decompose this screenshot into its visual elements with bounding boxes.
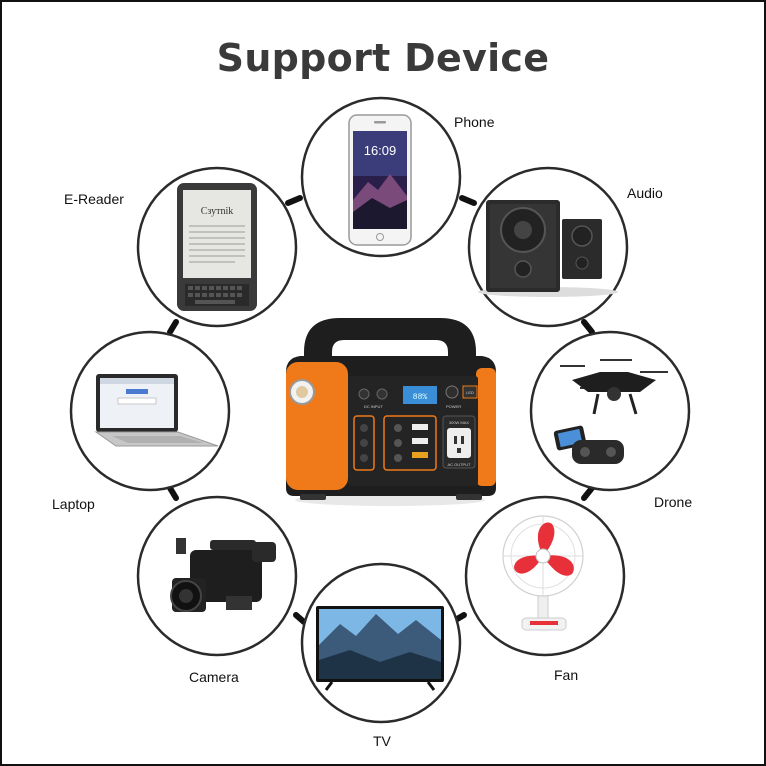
label-audio: Audio bbox=[627, 185, 663, 201]
label-fan: Fan bbox=[554, 667, 579, 683]
label-laptop: Laptop bbox=[52, 496, 95, 512]
phone-icon: 16:09 bbox=[300, 96, 462, 258]
laptop-icon bbox=[69, 330, 231, 492]
label-ereader: E-Reader bbox=[64, 191, 124, 207]
ereader-screen-title: Cзутnik bbox=[201, 206, 234, 217]
phone-screen-time: 16:09 bbox=[364, 143, 397, 158]
label-tv: TV bbox=[373, 733, 391, 749]
ereader-icon: Cзутnik bbox=[136, 166, 298, 328]
fan-icon bbox=[464, 495, 626, 657]
drone-icon bbox=[529, 330, 691, 492]
power-station-icon: DC INPUT 88% POWER LED 300W MAX bbox=[286, 318, 496, 506]
led-label: LED bbox=[466, 390, 474, 395]
ac-output-label: AC OUTPUT bbox=[447, 462, 471, 467]
tv-icon bbox=[300, 562, 462, 724]
dc-input-label: DC INPUT bbox=[364, 404, 383, 409]
lcd-readout: 88% bbox=[413, 393, 428, 402]
camcorder-icon bbox=[136, 495, 298, 657]
label-phone: Phone bbox=[454, 114, 495, 130]
page-title: Support Device bbox=[216, 36, 550, 80]
ac-max-label: 300W MAX bbox=[449, 420, 470, 425]
ring-connectors bbox=[167, 195, 595, 625]
speaker-icon bbox=[467, 166, 629, 328]
power-label: POWER bbox=[446, 404, 461, 409]
label-camera: Camera bbox=[189, 669, 239, 685]
label-drone: Drone bbox=[654, 494, 693, 510]
